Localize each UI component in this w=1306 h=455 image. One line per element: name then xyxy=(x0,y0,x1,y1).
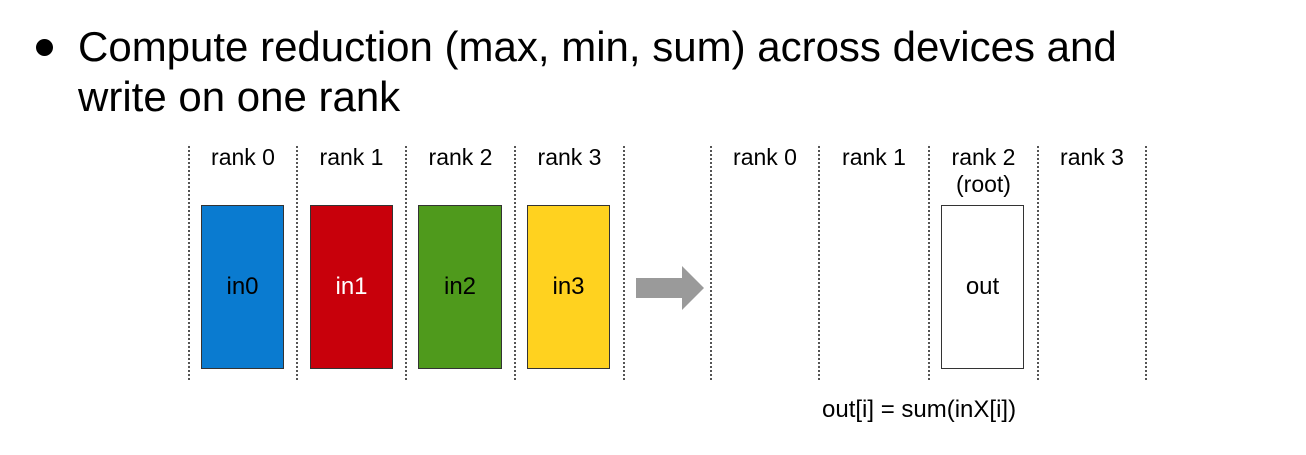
right-arrow-icon xyxy=(636,266,704,310)
divider xyxy=(1037,146,1039,380)
divider xyxy=(818,146,820,380)
before-rank-0-label: rank 0 xyxy=(211,144,275,170)
in2-buffer: in2 xyxy=(418,205,502,369)
bullet-line-1: Compute reduction (max, min, sum) across… xyxy=(78,23,1117,70)
in3-label: in3 xyxy=(552,273,585,300)
divider xyxy=(710,146,712,380)
before-rank-2-label: rank 2 xyxy=(428,144,493,170)
in2-label: in2 xyxy=(443,273,477,300)
after-rank-1-label: rank 1 xyxy=(842,144,906,170)
bullet-icon xyxy=(36,39,53,56)
divider xyxy=(623,146,625,380)
divider xyxy=(405,146,407,380)
before-rank-3-label: rank 3 xyxy=(537,144,602,170)
divider xyxy=(928,146,930,380)
in0-label: in0 xyxy=(226,273,259,300)
divider xyxy=(1145,146,1147,380)
in3-buffer: in3 xyxy=(527,205,610,369)
reduction-formula: out[i] = sum(inX[i]) xyxy=(822,396,1017,423)
bullet-text: Compute reduction (max, min, sum) across… xyxy=(78,22,1278,122)
in1-buffer: in1 xyxy=(310,205,393,369)
after-rank-2-label: rank 2 xyxy=(951,144,1016,170)
divider xyxy=(296,146,298,380)
in0-buffer: in0 xyxy=(201,205,284,369)
divider xyxy=(188,146,190,380)
out-buffer: out xyxy=(941,205,1024,369)
before-rank-1-label: rank 1 xyxy=(319,144,384,170)
after-rank-3-label: rank 3 xyxy=(1060,144,1124,170)
divider xyxy=(514,146,516,380)
bullet-line-2: write on one rank xyxy=(78,73,401,120)
after-rank-0-label: rank 0 xyxy=(733,144,797,170)
root-label: (root) xyxy=(956,171,1011,197)
in1-label: in1 xyxy=(335,273,368,300)
out-label: out xyxy=(965,273,1000,300)
